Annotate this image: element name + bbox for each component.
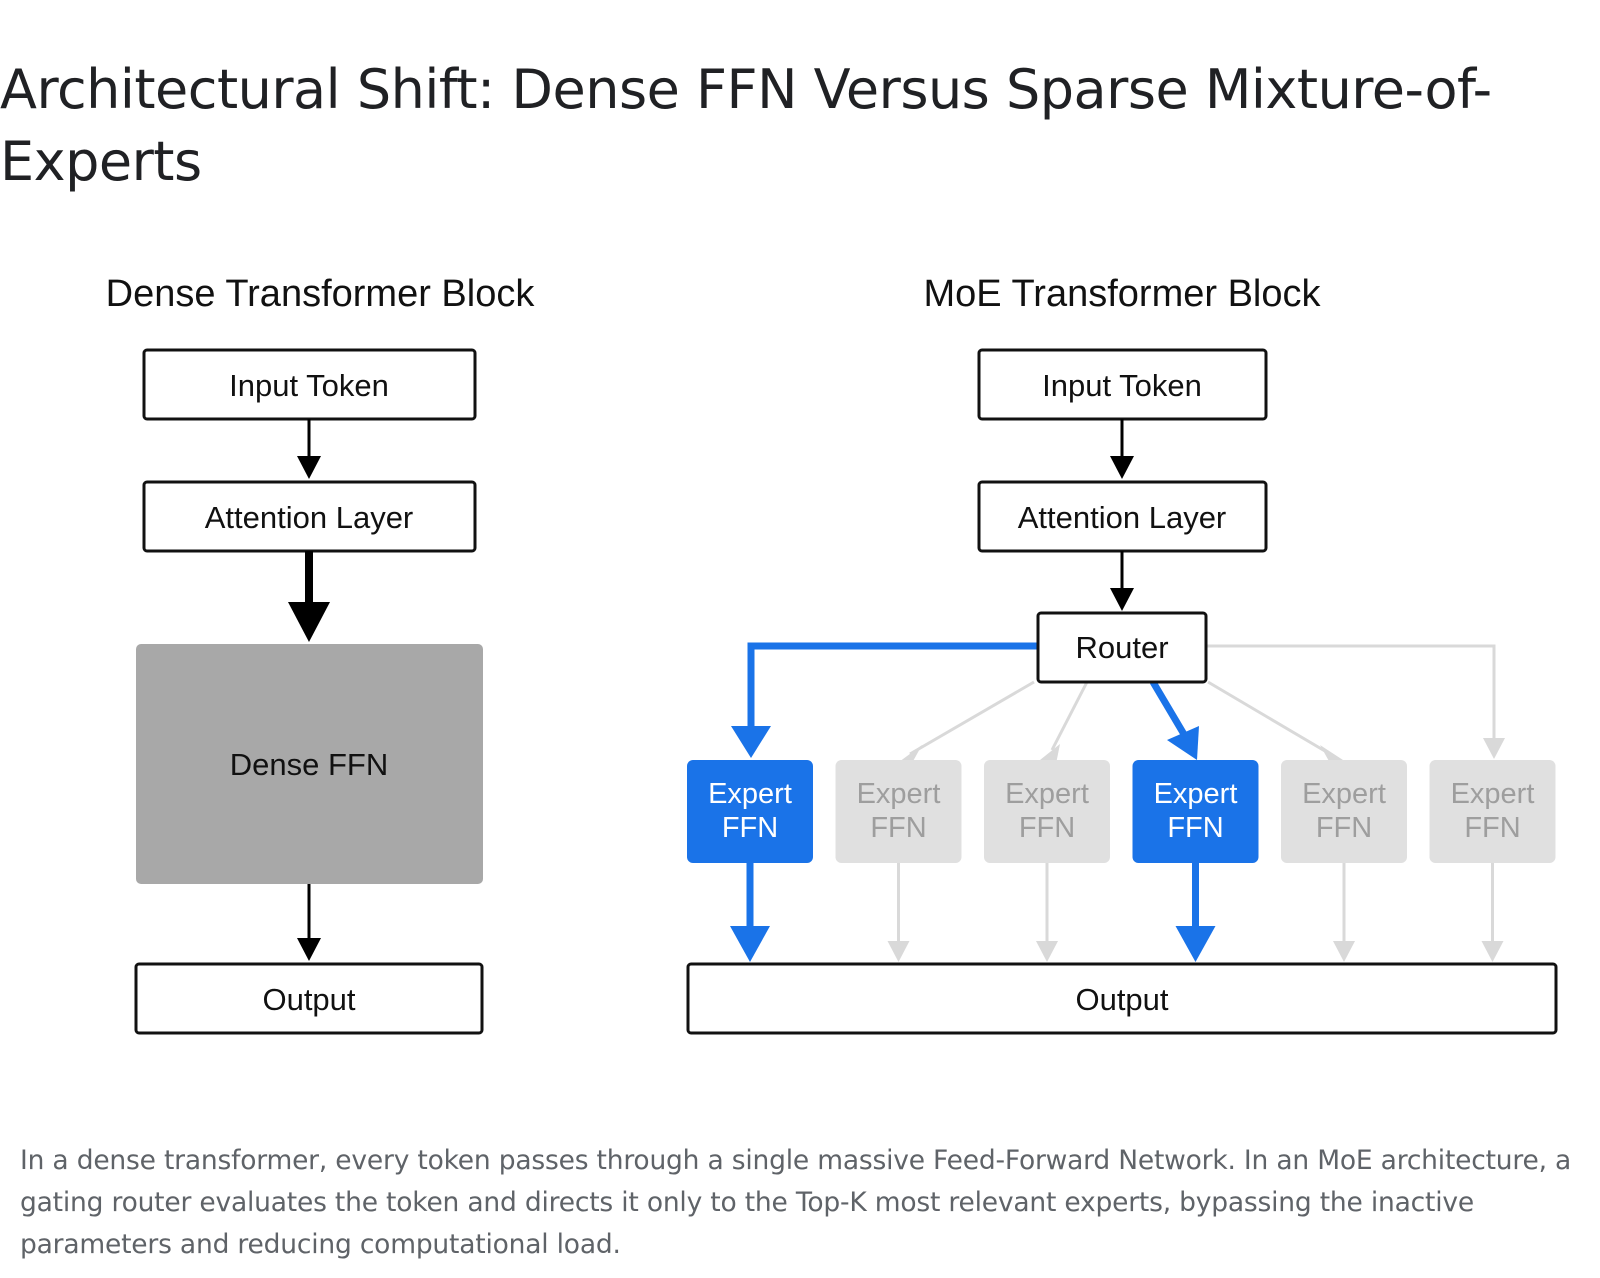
dense-arrowhead-2 [288,602,330,642]
arrowhead-expert-6 [1483,738,1505,759]
expert-label-line2: FFN [870,812,926,844]
diagram-canvas: Dense Transformer Block Input Token Atte… [106,273,1558,1035]
expert-label-line1: Expert [1302,778,1386,810]
dense-arrowhead-3 [297,938,321,961]
moe-arrowhead-2 [1110,588,1134,611]
expert-label-line1: Expert [1451,778,1535,810]
route-to-expert-6 [1207,644,1496,750]
dense-ffn-box [136,644,483,884]
moe-output-label: Output [1075,982,1168,1017]
arrowhead-expert-5 [1320,745,1343,763]
dense-ffn-label: Dense FFN [230,747,388,782]
expert-label-line2: FFN [1316,812,1372,844]
arrowhead-expert-4 [1167,726,1199,760]
expert-2-output-arrow [887,863,910,962]
dense-heading: Dense Transformer Block [106,273,536,315]
arrowhead-expert-3 [1040,744,1060,764]
dense-output-box [134,962,484,1035]
moe-output-box [686,962,1558,1035]
page-title: Architectural Shift: Dense FFN Versus Sp… [0,58,1492,193]
arrow-head [887,941,910,962]
arrow-head [1333,941,1355,962]
moe-input-label: Input Token [1042,368,1202,403]
expert-box [984,760,1110,863]
expert-label-line1: Expert [857,778,941,810]
experts-group: ExpertFFNExpertFFNExpertFFNExpertFFNExpe… [687,760,1556,863]
route-to-expert-5 [1207,680,1331,756]
moe-arrowhead-1 [1110,456,1134,479]
dense-input-label: Input Token [229,368,389,403]
expert-label-line2: FFN [1464,812,1520,844]
expert-box [687,760,813,863]
expert-label-line1: Expert [1005,778,1089,810]
active-routes [731,642,1199,760]
expert-label-line2: FFN [1167,812,1223,844]
architecture-diagram: Dense Transformer Block Input Token Atte… [0,240,1600,1090]
arrowhead-expert-1 [731,726,771,758]
arrow-head [730,926,770,962]
expert-output-arrows [730,863,1504,962]
arrow-head [1175,926,1216,962]
expert-label-line1: Expert [708,778,792,810]
router-box [1036,611,1208,684]
caption: In a dense transformer, every token pass… [20,1145,1572,1260]
moe-heading: MoE Transformer Block [924,273,1322,315]
expert-label-line1: Expert [1154,778,1238,810]
dense-block: Dense Transformer Block Input Token Atte… [106,273,536,1035]
route-to-expert-2 [909,680,1035,756]
expert-1-output-arrow [730,863,770,962]
dense-arrowhead-1 [297,456,321,479]
arrow-head [1481,941,1504,962]
arrowhead-expert-2 [899,745,922,763]
expert-box [1132,760,1259,863]
router-label: Router [1075,630,1168,665]
expert-label-line2: FFN [1019,812,1075,844]
expert-3-output-arrow [1036,863,1058,962]
arrow-head [1036,941,1058,962]
expert-4-output-arrow [1175,863,1216,962]
route-to-expert-1 [747,642,1038,730]
moe-block: MoE Transformer Block Input Token Attent… [686,273,1558,1035]
expert-5-output-arrow [1333,863,1355,962]
expert-box [1429,760,1556,863]
inactive-route-arrowheads [899,738,1505,764]
dense-output-label: Output [262,982,355,1017]
inactive-routes [909,644,1496,756]
route-to-expert-4 [1149,680,1189,738]
moe-attention-label: Attention Layer [1018,500,1227,535]
expert-box [1281,760,1407,863]
route-to-expert-3 [1050,681,1089,751]
expert-6-output-arrow [1481,863,1504,962]
expert-box [835,760,962,863]
dense-attention-label: Attention Layer [205,500,414,535]
expert-label-line2: FFN [722,812,778,844]
